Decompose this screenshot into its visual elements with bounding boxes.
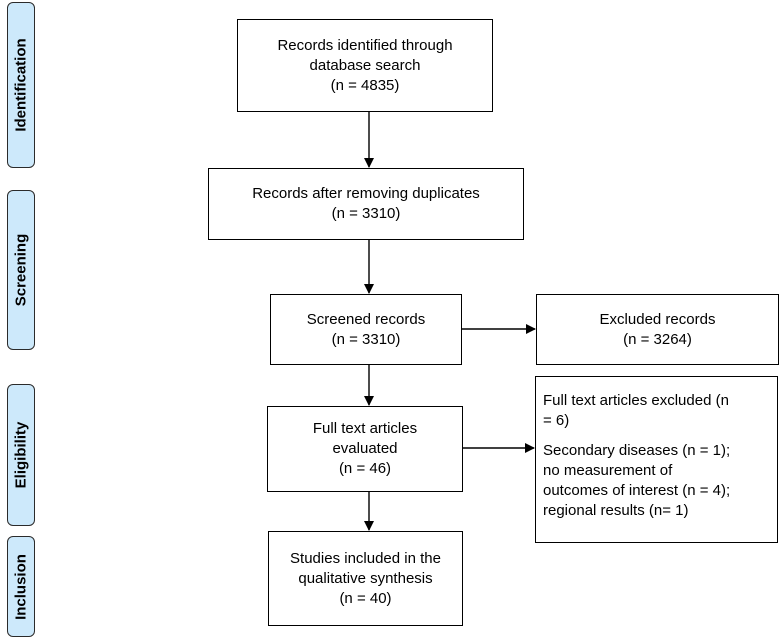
phase-identification: Identification	[7, 2, 35, 168]
box-screened-records: Screened records (n = 3310)	[270, 294, 462, 365]
exclusion-reason-1: Secondary diseases (n = 1);	[543, 442, 731, 459]
records-identified-line1: Records identified through	[277, 36, 453, 54]
records-identified-count: (n = 4835)	[330, 76, 400, 94]
exclusion-reason-3: outcomes of interest (n = 4);	[543, 482, 731, 499]
box-excluded-records: Excluded records (n = 3264)	[536, 294, 779, 365]
box-records-after-duplicates: Records after removing duplicates (n = 3…	[208, 168, 524, 240]
studies-included-count: (n = 40)	[339, 589, 392, 607]
exclusion-reason-2: no measurement of	[543, 462, 673, 479]
phase-eligibility: Eligibility	[7, 384, 35, 526]
exclusion-reason-4: regional results (n= 1)	[543, 502, 689, 519]
box-full-text-excluded: Full text articles excluded (n = 6) Seco…	[535, 376, 778, 543]
studies-included-line1: Studies included in the	[290, 549, 441, 567]
screened-records-line1: Screened records	[306, 310, 426, 328]
records-after-duplicates-count: (n = 3310)	[331, 205, 401, 222]
box-records-identified: Records identified through database sear…	[237, 19, 493, 112]
full-text-excluded-line2: = 6)	[543, 412, 570, 429]
box-studies-included: Studies included in the qualitative synt…	[268, 531, 463, 626]
studies-included-line2: qualitative synthesis	[298, 569, 433, 587]
phase-inclusion: Inclusion	[7, 536, 35, 637]
full-text-evaluated-line2: evaluated	[332, 440, 398, 457]
box-full-text-evaluated: Full text articles evaluated (n = 46)	[267, 406, 463, 492]
full-text-excluded-line1: Full text articles excluded (n	[543, 392, 729, 409]
screened-records-count: (n = 3310)	[331, 330, 401, 348]
records-identified-line2: database search	[309, 56, 421, 74]
excluded-records-count: (n = 3264)	[623, 330, 692, 348]
full-text-evaluated-count: (n = 46)	[338, 460, 392, 477]
records-after-duplicates-line1: Records after removing duplicates	[252, 185, 480, 202]
phase-screening: Screening	[7, 190, 35, 350]
full-text-evaluated-line1: Full text articles	[312, 420, 418, 437]
excluded-records-line1: Excluded records	[599, 310, 716, 328]
